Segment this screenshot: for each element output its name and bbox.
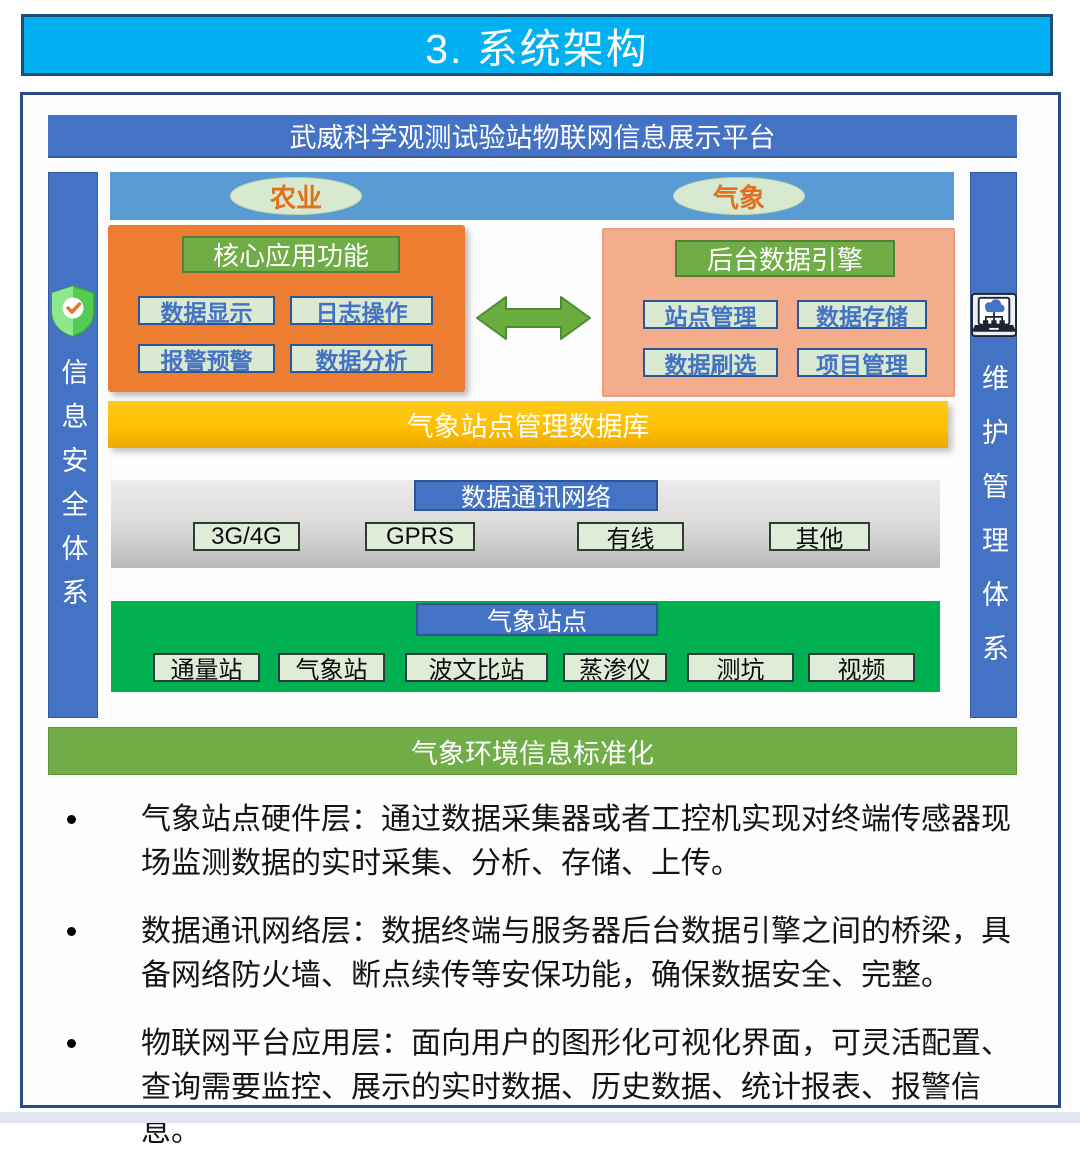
backend-engine-title-label: 后台数据引擎 xyxy=(706,245,863,275)
note-network-layer: 数据通讯网络层：数据终端与服务器后台数据引擎之间的桥梁，具备网络防火墙、断点续传… xyxy=(65,910,1027,998)
network-node-wired: 有线 xyxy=(577,522,684,553)
platform-header-label: 武威科学观测试验站物联网信息展示平台 xyxy=(289,123,776,153)
network-node-3g4g: 3G/4G xyxy=(193,522,300,551)
station-node-weather: 气象站 xyxy=(278,653,385,684)
standardization-bar: 气象环境信息标准化 xyxy=(48,727,1017,775)
engine-button-project-management: 项目管理 xyxy=(797,348,927,378)
architecture-panel: 武威科学观测试验站物联网信息展示平台 信息安全体系 xyxy=(20,92,1061,1148)
bottom-edge-strip xyxy=(0,1112,1080,1123)
core-button-alarm-warning: 报警预警 xyxy=(138,344,275,374)
laptop-cloud-network-icon xyxy=(970,293,1017,342)
sidebar-maintenance-management: 维护管理体系 xyxy=(970,172,1017,718)
engine-button-site-management: 站点管理 xyxy=(643,300,778,330)
slide-title-bar: 3. 系统架构 xyxy=(21,14,1053,76)
sidebar-information-security: 信息安全体系 xyxy=(48,172,98,718)
tag-agriculture-label: 农业 xyxy=(269,182,322,213)
core-button-log-operation: 日志操作 xyxy=(290,296,433,326)
station-node-video: 视频 xyxy=(808,653,915,684)
sidebar-left-label: 信息安全体系 xyxy=(57,358,88,622)
sidebar-right-label: 维护管理体系 xyxy=(978,364,1008,688)
station-node-bowen: 波文比站 xyxy=(405,653,548,684)
platform-header-bar: 武威科学观测试验站物联网信息展示平台 xyxy=(48,115,1017,158)
core-button-data-display: 数据显示 xyxy=(138,296,275,326)
station-node-test-pit: 测坑 xyxy=(687,653,794,684)
tag-meteorology: 气象 xyxy=(673,177,805,215)
engine-button-data-filter: 数据刷选 xyxy=(643,348,778,378)
note-platform-layer: 物联网平台应用层：面向用户的图形化可视化界面，可灵活配置、查询需要监控、展示的实… xyxy=(65,1022,1027,1154)
database-bar-label: 气象站点管理数据库 xyxy=(406,412,650,442)
network-node-other: 其他 xyxy=(769,522,870,553)
tag-agriculture: 农业 xyxy=(230,177,362,215)
station-node-lysimeter: 蒸渗仪 xyxy=(563,653,667,684)
core-application-title-label: 核心应用功能 xyxy=(212,241,369,271)
database-bar: 气象站点管理数据库 xyxy=(108,401,948,448)
stations-section: 气象站点 通量站 气象站 波文比站 蒸渗仪 测坑 视频 xyxy=(111,601,940,692)
backend-engine-title: 后台数据引擎 xyxy=(675,240,895,277)
double-arrow-icon xyxy=(475,292,592,344)
standardization-bar-label: 气象环境信息标准化 xyxy=(411,738,654,769)
network-section: 数据通讯网络 3G/4G GPRS 有线 其他 xyxy=(111,480,940,568)
network-node-gprs: GPRS xyxy=(365,522,475,551)
stations-section-title-label: 气象站点 xyxy=(486,607,587,636)
engine-button-data-storage: 数据存储 xyxy=(797,300,927,330)
slide-title: 3. 系统架构 xyxy=(425,26,649,72)
tag-meteorology-label: 气象 xyxy=(712,182,765,213)
backend-engine-box: 后台数据引擎 站点管理 数据存储 数据刷选 项目管理 xyxy=(602,228,955,397)
domain-strip: 农业 气象 xyxy=(110,172,954,220)
core-application-title: 核心应用功能 xyxy=(182,236,400,273)
stations-section-title: 气象站点 xyxy=(416,603,658,636)
station-node-flux: 通量站 xyxy=(153,653,260,684)
network-section-title-label: 数据通讯网络 xyxy=(460,483,611,512)
core-button-data-analysis: 数据分析 xyxy=(290,344,433,374)
shield-check-icon xyxy=(50,285,96,342)
core-application-box: 核心应用功能 数据显示 日志操作 报警预警 数据分析 xyxy=(108,225,465,392)
note-hardware-layer: 气象站点硬件层：通过数据采集器或者工控机实现对终端传感器现场监测数据的实时采集、… xyxy=(65,798,1027,886)
network-section-title: 数据通讯网络 xyxy=(414,480,658,512)
